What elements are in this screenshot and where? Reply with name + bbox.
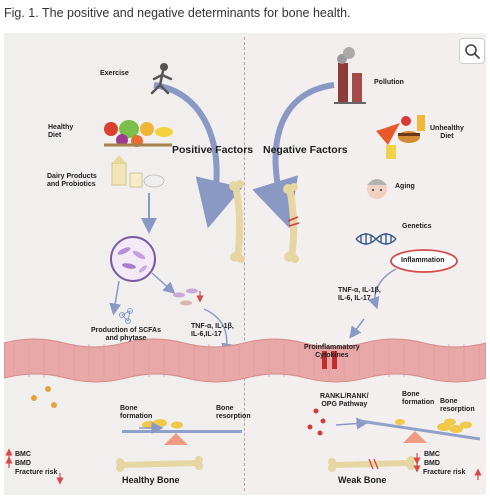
dairy-icon bbox=[112, 155, 164, 187]
proinflammatory-label: Proinflammatory Cytokines bbox=[304, 344, 360, 361]
healthy-bone-bottom-icon bbox=[116, 456, 203, 472]
healthy-femur-icon bbox=[229, 180, 245, 263]
healthy-diet-label: Healthy Diet bbox=[48, 124, 73, 141]
left-bone-formation-label: Bone formation bbox=[120, 405, 152, 422]
broken-femur-icon bbox=[283, 183, 299, 263]
right-fracture-label: Fracture risk bbox=[423, 469, 465, 477]
exercise-label: Exercise bbox=[100, 70, 129, 78]
left-cytokines-label: TNF-α, IL-1β, IL-6,IL-17 bbox=[191, 323, 234, 340]
weak-bone-bottom-icon bbox=[328, 456, 415, 472]
rankl-pathway-label: RANKL/RANK/ OPG Pathway bbox=[320, 393, 369, 410]
right-bmd-label: BMD bbox=[424, 460, 440, 468]
right-bmc-label: BMC bbox=[424, 451, 440, 459]
figure-caption: Fig. 1. The positive and negative determ… bbox=[4, 6, 351, 20]
gut-wall bbox=[4, 339, 486, 382]
left-bone-resorption-label: Bone resorption bbox=[216, 405, 251, 422]
zoom-button[interactable] bbox=[459, 38, 485, 64]
right-balance bbox=[360, 419, 480, 444]
microbiota-icon bbox=[111, 237, 155, 281]
molecule-icon bbox=[120, 309, 133, 324]
healthy-bone-label: Healthy Bone bbox=[122, 475, 180, 486]
left-balance bbox=[122, 419, 242, 445]
bacteria-cluster-icon bbox=[173, 289, 200, 306]
left-fracture-label: Fracture risk bbox=[15, 469, 57, 477]
fruit-basket-icon bbox=[104, 120, 173, 147]
right-bone-formation-label: Bone formation bbox=[402, 391, 434, 408]
left-bmd-label: BMD bbox=[15, 460, 31, 468]
positive-factors-heading: Positive Factors bbox=[172, 144, 253, 157]
right-bone-resorption-label: Bone resorption bbox=[440, 398, 475, 415]
unhealthy-diet-label: Unhealthy Diet bbox=[430, 125, 464, 142]
left-bmc-label: BMC bbox=[15, 451, 31, 459]
junk-food-icon bbox=[376, 115, 425, 159]
figure-panel: Exercise Healthy Diet Dairy Products and… bbox=[4, 33, 486, 495]
dna-icon bbox=[356, 233, 396, 245]
scfa-label: Production of SCFAs and phytase bbox=[91, 327, 161, 344]
genetics-label: Genetics bbox=[402, 223, 432, 231]
right-cytokines-label: TNF-α, IL-1β, IL-6, IL-17 bbox=[338, 287, 381, 304]
negative-factors-heading: Negative Factors bbox=[263, 144, 348, 157]
inflammation-label: Inflammation bbox=[401, 257, 445, 265]
pollution-label: Pollution bbox=[374, 79, 404, 87]
magnify-icon bbox=[460, 39, 484, 63]
elderly-face-icon bbox=[367, 179, 387, 199]
dairy-label: Dairy Products and Probiotics bbox=[47, 173, 97, 190]
aging-label: Aging bbox=[395, 183, 415, 191]
factory-icon bbox=[334, 47, 366, 103]
weak-bone-label: Weak Bone bbox=[338, 475, 386, 486]
